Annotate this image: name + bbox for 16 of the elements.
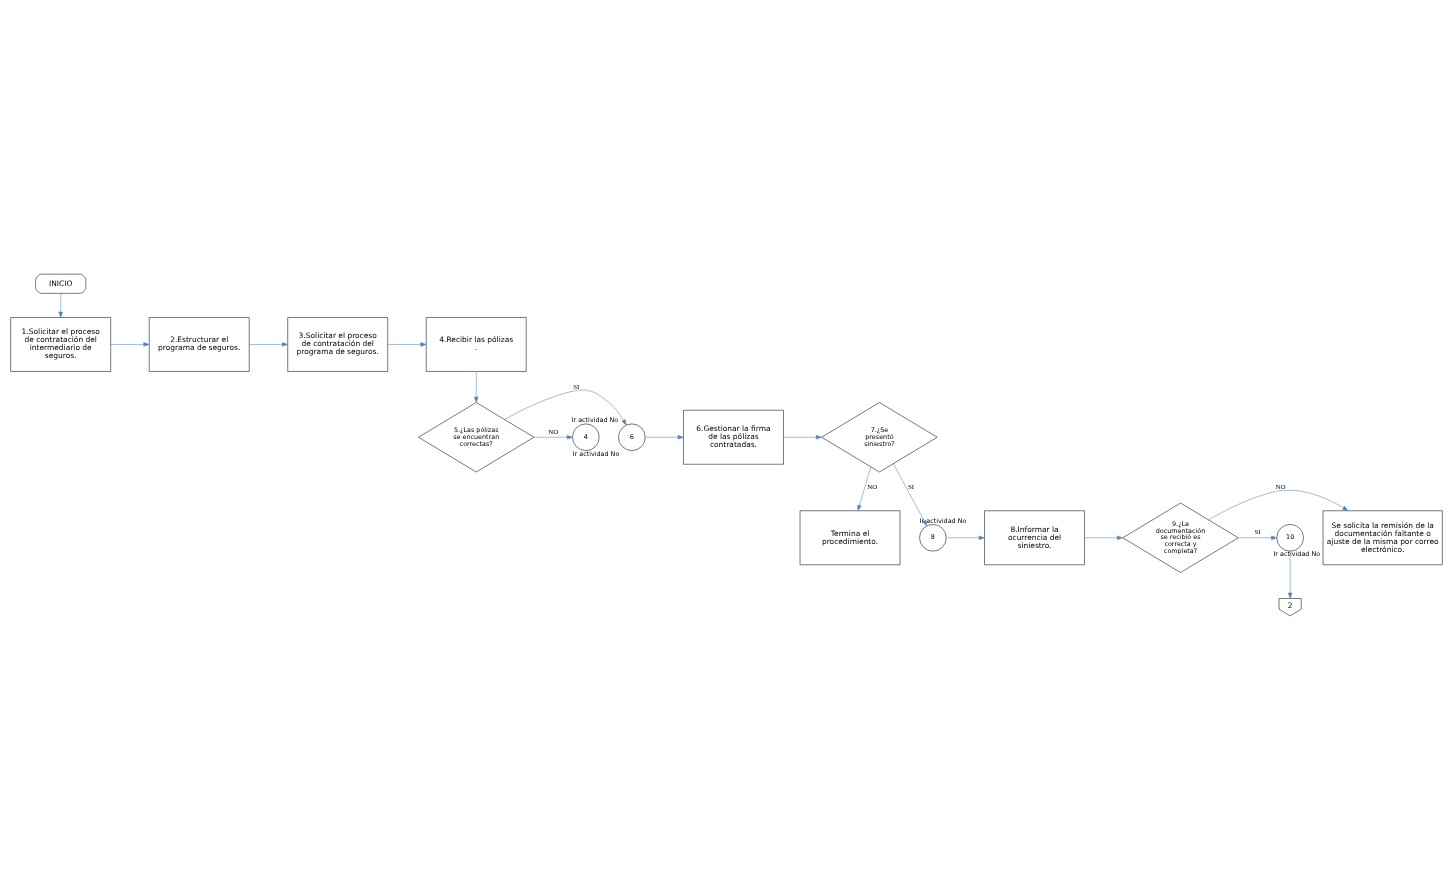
arrow <box>387 341 427 347</box>
arrow <box>946 535 985 540</box>
arrow <box>58 292 63 318</box>
arrow <box>474 370 479 403</box>
arrow <box>1288 550 1293 599</box>
arrow <box>857 466 872 511</box>
arrow <box>1084 535 1123 540</box>
arrow <box>645 434 684 439</box>
arrow <box>1208 489 1349 520</box>
arrow <box>783 434 822 439</box>
arrow <box>533 434 573 439</box>
arrow <box>1238 535 1278 540</box>
arrow <box>893 462 928 526</box>
arrow <box>504 389 627 425</box>
arrow <box>110 341 150 347</box>
arrow <box>249 341 288 347</box>
